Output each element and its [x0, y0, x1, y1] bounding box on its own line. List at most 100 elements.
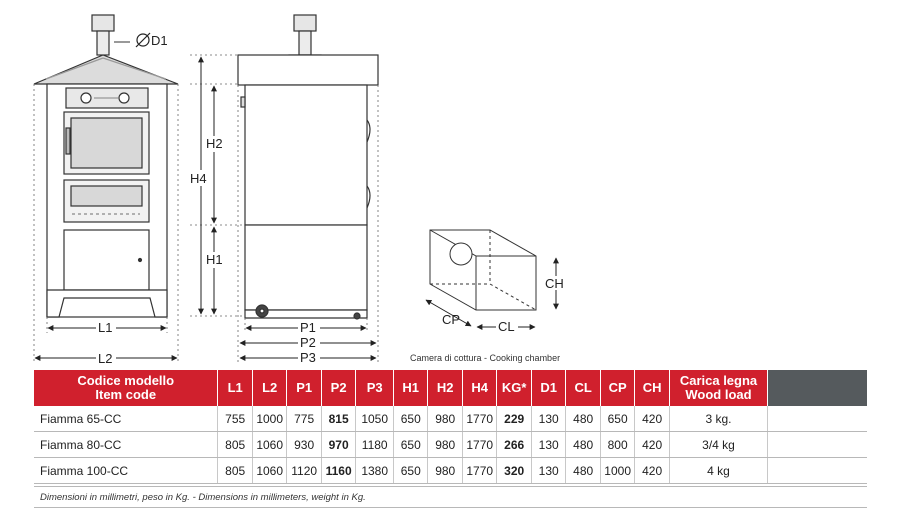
caption-english: Cooking chamber — [489, 353, 561, 363]
label-ch: CH — [545, 276, 564, 291]
label-d1: D1 — [151, 33, 168, 48]
table-cell: 980 — [427, 406, 463, 432]
table-cell: 130 — [531, 431, 567, 458]
table-cell: 420 — [634, 431, 670, 458]
label-p1: P1 — [300, 320, 316, 335]
table-cell: 1380 — [355, 457, 394, 484]
label-l1: L1 — [98, 320, 112, 335]
table-cell: 3 kg. — [669, 406, 769, 432]
dimension-h4: H4 — [190, 56, 212, 315]
header-p2: P2 — [321, 370, 357, 406]
d1-callout: D1 — [114, 32, 168, 48]
table-cell: 775 — [286, 406, 322, 432]
table-spacer-cell — [767, 431, 867, 458]
header-item-code: Codice modello Item code — [34, 370, 219, 406]
table-cell: 229 — [496, 406, 532, 432]
table-cell: 930 — [286, 431, 322, 458]
caption-italian: Camera di cottura — [410, 353, 482, 363]
table-cell: 480 — [565, 457, 601, 484]
table-cell: 320 — [496, 457, 532, 484]
dimension-p3: P3 — [239, 350, 377, 365]
cooking-chamber-diagram — [429, 229, 537, 311]
table-cell: 1180 — [355, 431, 394, 458]
header-p3: P3 — [355, 370, 394, 406]
header-kg: KG* — [496, 370, 532, 406]
table-cell: 1160 — [321, 457, 357, 484]
label-h4: H4 — [190, 171, 207, 186]
table-cell: 1000 — [600, 457, 636, 484]
header-h4: H4 — [462, 370, 498, 406]
header-h2: H2 — [427, 370, 463, 406]
table-spacer-cell — [767, 457, 867, 484]
dimension-cp: CP — [425, 299, 472, 327]
table-cell: 1000 — [252, 406, 288, 432]
header-p1: P1 — [286, 370, 322, 406]
table-cell: 815 — [321, 406, 357, 432]
oven-front-view — [33, 14, 179, 318]
table-cell: 1060 — [252, 457, 288, 484]
table-cell: 755 — [217, 406, 253, 432]
table-cell: 3/4 kg — [669, 431, 769, 458]
table-cell: 1050 — [355, 406, 394, 432]
dimension-l2: L2 — [34, 350, 178, 366]
header-d1: D1 — [531, 370, 567, 406]
model-name-cell: Fiamma 80-CC — [34, 431, 219, 458]
table-cell: 130 — [531, 406, 567, 432]
dimension-cl: CL — [476, 319, 536, 334]
table-cell: 805 — [217, 431, 253, 458]
label-l2: L2 — [98, 351, 112, 366]
header-l1: L1 — [217, 370, 253, 406]
header-cl: CL — [565, 370, 601, 406]
header-l2: L2 — [252, 370, 288, 406]
label-cp: CP — [442, 312, 460, 327]
dimension-h2: H2 — [205, 85, 227, 224]
table-spacer-cell — [767, 406, 867, 432]
technical-drawing: D1 L1 L2 H4 H2 H1 — [33, 14, 567, 366]
header-ch: CH — [634, 370, 670, 406]
dimension-l1: L1 — [47, 320, 167, 335]
table-cell: 650 — [393, 431, 429, 458]
label-h2: H2 — [206, 136, 223, 151]
caption-separator: - — [481, 353, 490, 363]
label-p3: P3 — [300, 350, 316, 365]
label-cl: CL — [498, 319, 515, 334]
table-cell: 805 — [217, 457, 253, 484]
table-cell: 650 — [600, 406, 636, 432]
table-cell: 1060 — [252, 431, 288, 458]
table-cell: 1770 — [462, 406, 498, 432]
table-cell: 4 kg — [669, 457, 769, 484]
model-name-cell: Fiamma 100-CC — [34, 457, 219, 484]
label-p2: P2 — [300, 335, 316, 350]
header-h1: H1 — [393, 370, 429, 406]
dimension-p1: P1 — [245, 320, 367, 335]
table-cell: 420 — [634, 406, 670, 432]
header-wood-load: Carica legna Wood load — [669, 370, 769, 406]
table-cell: 800 — [600, 431, 636, 458]
table-cell: 980 — [427, 431, 463, 458]
table-cell: 1770 — [462, 431, 498, 458]
footnote: Dimensioni in millimetri, peso in Kg. - … — [34, 486, 867, 508]
model-name-cell: Fiamma 65-CC — [34, 406, 219, 432]
table-cell: 480 — [565, 406, 601, 432]
chamber-caption: Camera di cottura - Cooking chamber — [410, 353, 560, 363]
header-spacer — [767, 370, 867, 406]
table-cell: 266 — [496, 431, 532, 458]
table-cell: 1120 — [286, 457, 322, 484]
table-cell: 130 — [531, 457, 567, 484]
table-cell: 420 — [634, 457, 670, 484]
table-cell: 980 — [427, 457, 463, 484]
dimension-h1: H1 — [205, 226, 227, 315]
table-cell: 1770 — [462, 457, 498, 484]
table-cell: 650 — [393, 406, 429, 432]
table-cell: 650 — [393, 457, 429, 484]
dimension-ch: CH — [545, 257, 567, 310]
table-cell: 970 — [321, 431, 357, 458]
oven-side-view — [237, 14, 379, 320]
dimension-p2: P2 — [239, 335, 377, 350]
